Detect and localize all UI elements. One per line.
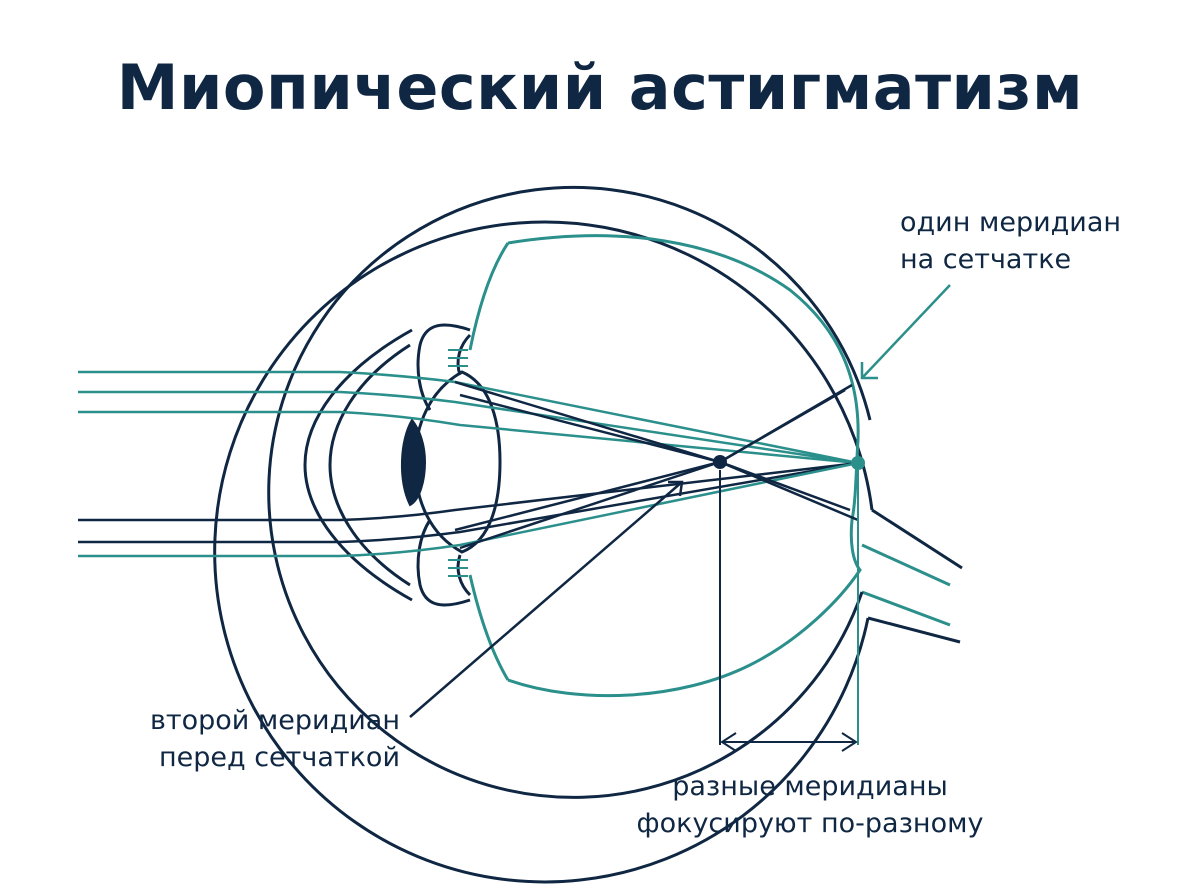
- label-front-meridian: второй меридиан перед сетчаткой: [100, 702, 400, 776]
- front-focus-point: [713, 455, 727, 469]
- retina-leader-arrow: [860, 284, 951, 380]
- front-leader-arrow: [409, 480, 684, 718]
- retina: [507, 234, 862, 698]
- label-difference-line-2: фокусируют по-разному: [636, 808, 984, 839]
- iris: [401, 418, 427, 507]
- label-front-meridian-line-1: второй меридиан: [149, 705, 400, 736]
- optic-nerve: [861, 508, 963, 644]
- retina-front-bottom: [468, 574, 510, 681]
- sclera-outer: [213, 220, 874, 884]
- page-title: Миопический астигматизм: [116, 51, 1084, 124]
- label-difference-line-1: разные меридианы: [672, 771, 948, 802]
- cornea-outer: [303, 328, 413, 602]
- retina-front-top: [468, 242, 510, 351]
- label-retina-meridian-line-2: на сетчатке: [900, 244, 1072, 275]
- cornea-inner: [328, 343, 411, 587]
- dimension-marker: [719, 470, 859, 752]
- label-retina-meridian-line-1: один меридиан: [900, 207, 1122, 238]
- incoming-rays: [78, 370, 859, 558]
- retina-focus-point: [851, 456, 865, 470]
- zonule-fibers: [448, 349, 468, 577]
- label-front-meridian-line-2: перед сетчаткой: [158, 742, 400, 773]
- label-difference: разные меридианы фокусируют по-разному: [590, 768, 1030, 842]
- sclera-inner: [267, 185, 872, 799]
- label-retina-meridian: один меридиан на сетчатке: [900, 204, 1121, 278]
